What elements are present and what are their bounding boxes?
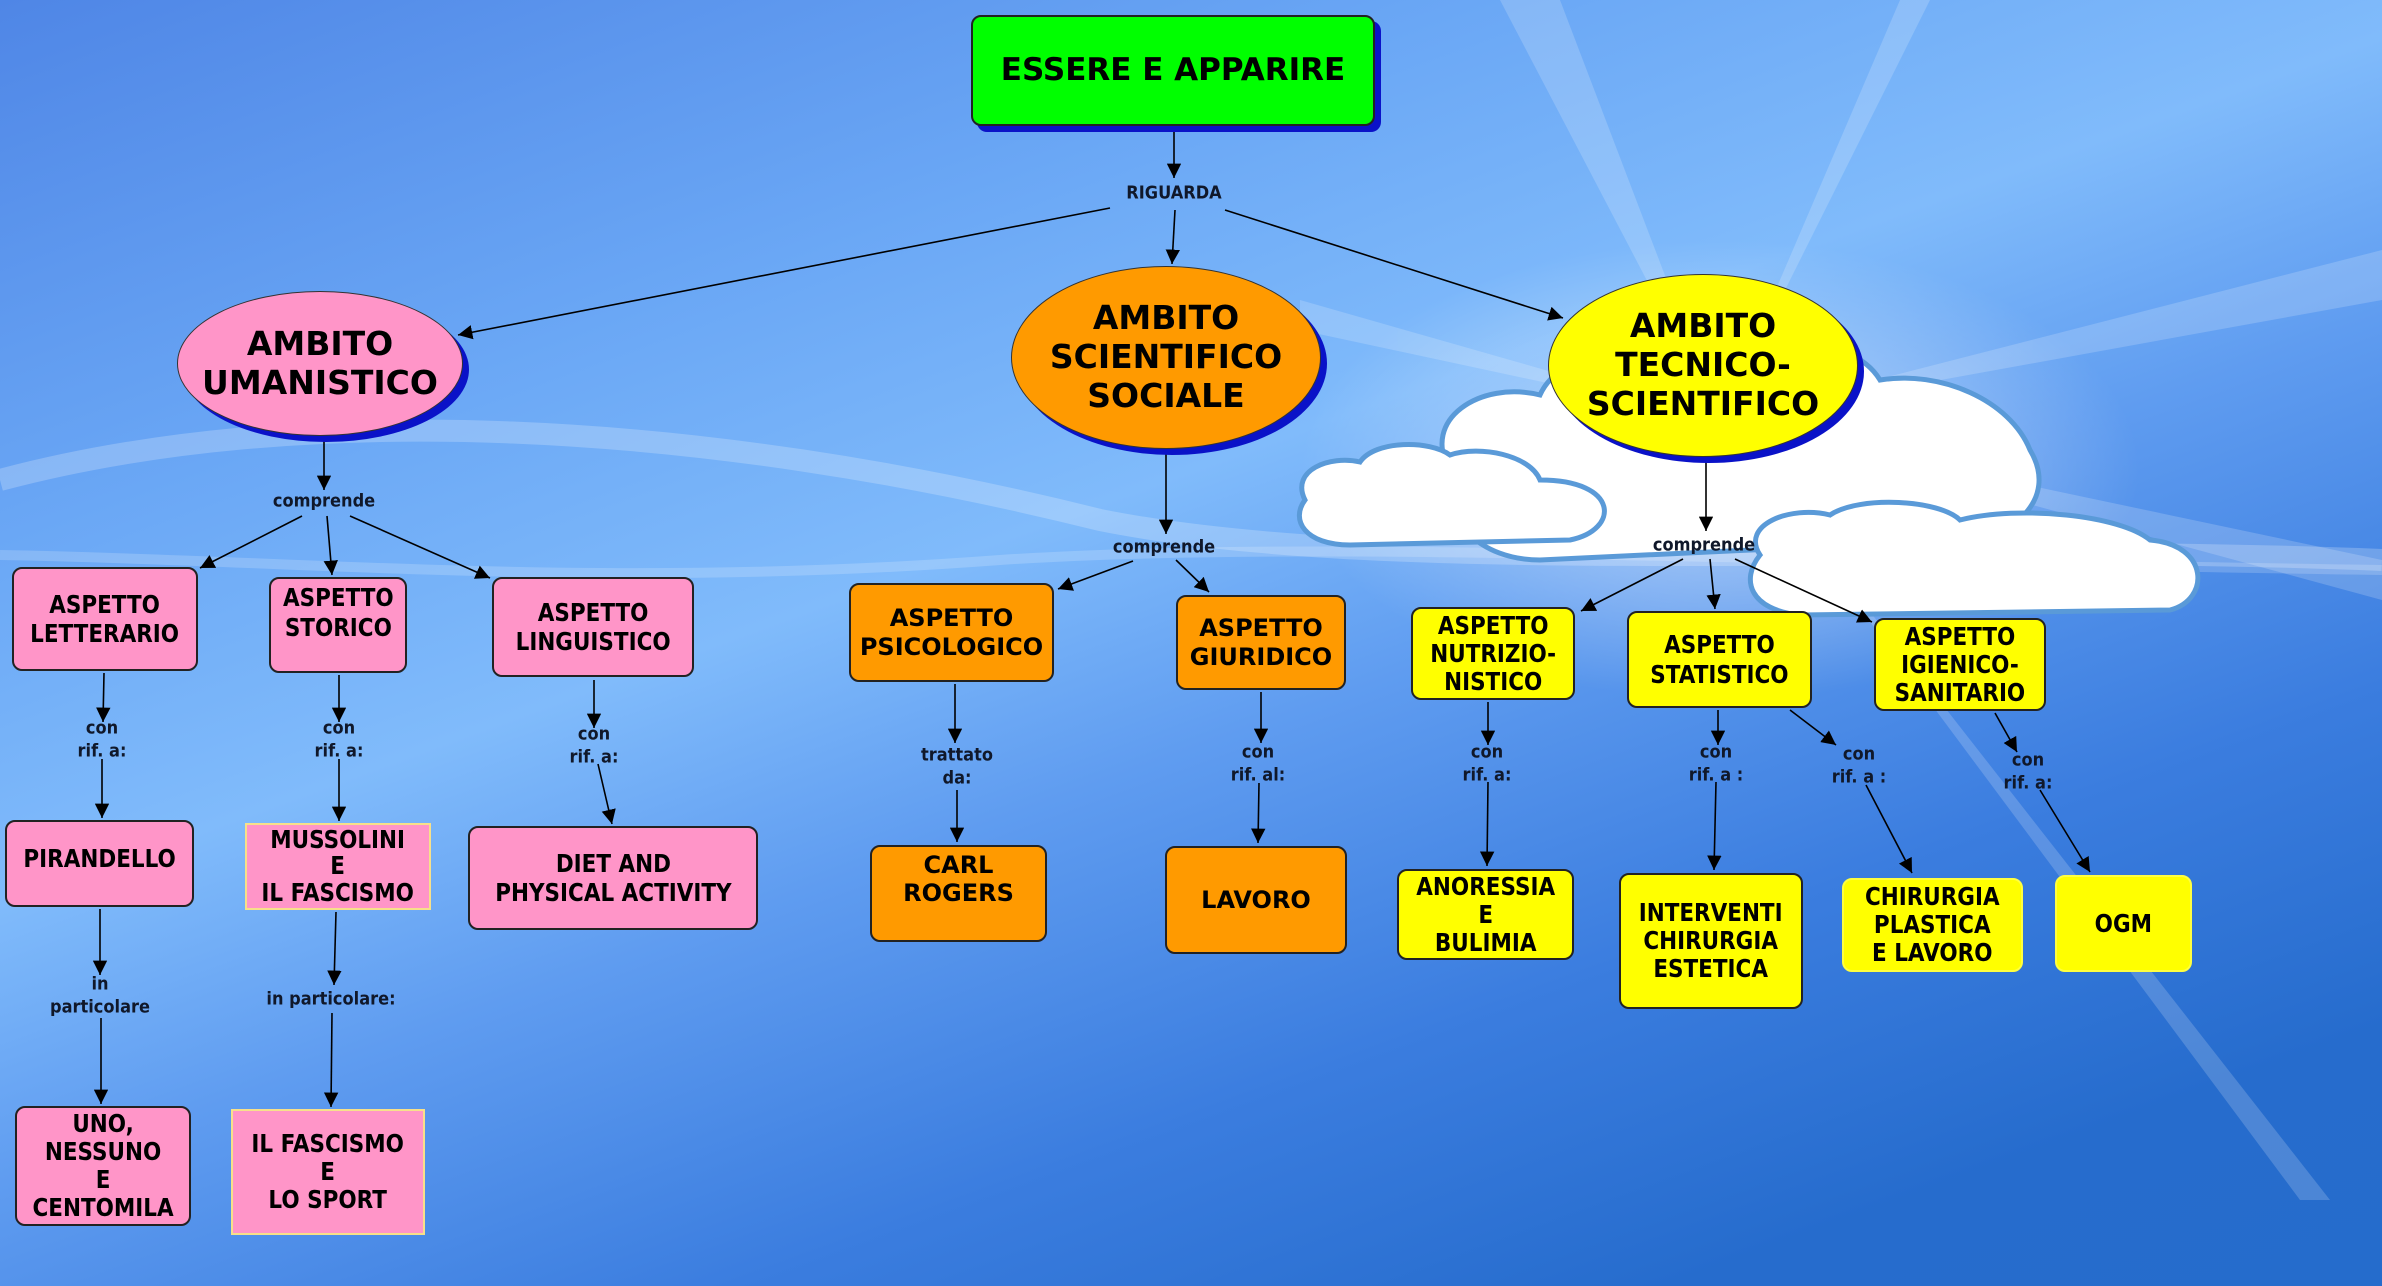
link-comprende-igienico	[1734, 558, 1873, 623]
aspetto-linguistico[interactable]: ASPETTO LINGUISTICO	[492, 577, 694, 677]
link-comprende-nutrizionistico	[1580, 558, 1684, 612]
link-letterario-conrif	[96, 672, 111, 723]
concept-diet-physical-activity[interactable]: DIET AND PHYSICAL ACTIVITY	[468, 826, 758, 930]
aspetto-nutrizionistico[interactable]: ASPETTO NUTRIZIO- NISTICO	[1411, 607, 1575, 700]
aspetto-giuridico[interactable]: ASPETTO GIURIDICO	[1176, 595, 1346, 690]
ambito-tecnico-scientifico[interactable]: AMBITO TECNICO- SCIENTIFICO	[1548, 274, 1858, 457]
concept-chirurgia-plastica-lavoro[interactable]: CHIRURGIA PLASTICA E LAVORO	[1842, 878, 2023, 972]
link-label-con-rif-nutrizionistico: con rif. a:	[1462, 741, 1512, 786]
link-label-riguarda: RIGUARDA	[1126, 182, 1222, 204]
link-comprende-statistico	[1706, 558, 1721, 610]
concept-interventi-chirurgia-estetica[interactable]: INTERVENTI CHIRURGIA ESTETICA	[1619, 873, 1803, 1009]
link-riguarda-tecnico	[1224, 209, 1564, 321]
link-label-trattato-da: trattato da:	[921, 744, 993, 789]
link-label-con-rif-letterario: con rif. a:	[77, 717, 127, 762]
link-label-con-rif-igienico: con rif. a:	[2003, 749, 2053, 794]
link-label-con-rif-storico: con rif. a:	[314, 717, 364, 762]
aspetto-letterario[interactable]: ASPETTO LETTERARIO	[12, 567, 198, 671]
link-riguarda-sociale	[1165, 209, 1180, 265]
link-statistico-conrif-b	[1789, 709, 1837, 746]
link-conrif-ogm	[2039, 789, 2091, 873]
ambito-scientifico-sociale[interactable]: AMBITO SCIENTIFICO SOCIALE	[1011, 266, 1321, 449]
link-conrif-chirurgia	[1865, 784, 1913, 874]
link-comprende-letterario	[199, 515, 303, 569]
link-conrif-anoressia	[1479, 781, 1495, 867]
concept-uno-nessuno-centomila[interactable]: UNO, NESSUNO E CENTOMILA	[15, 1106, 191, 1226]
concept-carl-rogers[interactable]: CARL ROGERS	[870, 845, 1047, 942]
aspetto-igienico-sanitario[interactable]: ASPETTO IGIENICO- SANITARIO	[1874, 618, 2046, 711]
link-mussolini-inparticolare	[327, 911, 342, 986]
root-concept-essere-e-apparire[interactable]: ESSERE E APPARIRE	[971, 15, 1375, 126]
aspetto-statistico[interactable]: ASPETTO STATISTICO	[1627, 611, 1812, 708]
link-comprende-linguistico	[349, 515, 491, 579]
link-label-in-particolare-mussolini: in particolare:	[266, 988, 396, 1010]
link-label-comprende-tecnico: comprende	[1652, 534, 1756, 556]
link-riguarda-umanistico	[457, 207, 1111, 340]
link-label-comprende-umanistico: comprende	[272, 490, 376, 512]
link-conrif-interventi	[1707, 781, 1722, 871]
link-conrif-diet	[597, 763, 616, 825]
link-label-in-particolare-pirandello: in particolare	[49, 973, 151, 1018]
concept-lavoro[interactable]: LAVORO	[1165, 846, 1347, 954]
aspetto-storico[interactable]: ASPETTO STORICO	[269, 577, 407, 673]
link-label-con-rif-statistico: con rif. a :	[1688, 741, 1744, 786]
link-comprende-giuridico	[1175, 559, 1210, 593]
concept-anoressia-bulimia[interactable]: ANORESSIA E BULIMIA	[1397, 869, 1574, 960]
link-comprende-storico	[323, 515, 338, 576]
link-igienico-conrif	[1994, 712, 2018, 753]
link-label-con-rif-statistico-b: con rif. a :	[1831, 743, 1887, 788]
link-conrif-lavoro	[1251, 782, 1266, 844]
link-label-con-rif-linguistico: con rif. a:	[569, 723, 619, 768]
cloud-small-left	[1297, 442, 1607, 548]
link-comprende-psicologico	[1057, 560, 1134, 591]
link-label-comprende-sociale: comprende	[1112, 536, 1216, 558]
aspetto-psicologico[interactable]: ASPETTO PSICOLOGICO	[849, 583, 1054, 682]
concept-ogm[interactable]: OGM	[2055, 875, 2192, 972]
link-inparticolare-fascismo-sport	[323, 1012, 339, 1108]
link-label-con-rif-al: con rif. al:	[1230, 741, 1286, 786]
concept-pirandello[interactable]: PIRANDELLO	[5, 820, 194, 907]
concept-fascismo-sport[interactable]: IL FASCISMO E LO SPORT	[231, 1109, 425, 1235]
ambito-umanistico[interactable]: AMBITO UMANISTICO	[177, 291, 463, 436]
concept-mussolini-fascismo[interactable]: MUSSOLINI E IL FASCISMO	[245, 823, 431, 910]
